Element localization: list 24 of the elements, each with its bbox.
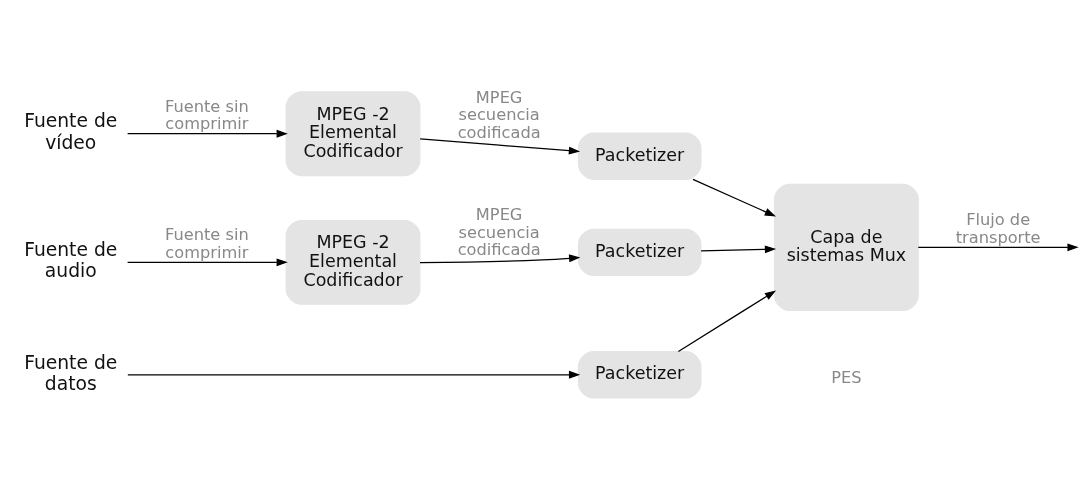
- edge-label: Fuente sin comprimir: [165, 225, 249, 262]
- edge-label: Flujo de transporte: [955, 210, 1041, 247]
- node-box: MPEG -2 Elemental Codificador: [285, 219, 421, 305]
- edge-label: MPEG secuencia codificada: [457, 205, 541, 260]
- arrow: [700, 245, 777, 254]
- node-box: Packetizer: [577, 132, 702, 180]
- node-text: Fuente de vídeo: [24, 110, 118, 153]
- node-box: Packetizer: [577, 351, 702, 399]
- node-text: Fuente de datos: [24, 351, 118, 394]
- arrow: [126, 129, 288, 138]
- edge-label: MPEG secuencia codificada: [457, 87, 541, 142]
- arrow: [127, 370, 581, 379]
- edge-label: Fuente sin comprimir: [165, 96, 249, 134]
- node-box: Packetizer: [577, 228, 702, 277]
- node-box: MPEG -2 Elemental Codificador: [285, 91, 421, 177]
- arrow: [917, 243, 1079, 252]
- arrow: [677, 290, 777, 353]
- arrow: [419, 138, 581, 155]
- label: PES: [831, 367, 862, 387]
- arrow: [419, 254, 581, 264]
- node-text: Fuente de audio: [24, 239, 118, 282]
- arrow: [126, 258, 288, 267]
- arrow: [692, 178, 777, 217]
- node-box: Capa de sistemas Mux: [773, 183, 919, 312]
